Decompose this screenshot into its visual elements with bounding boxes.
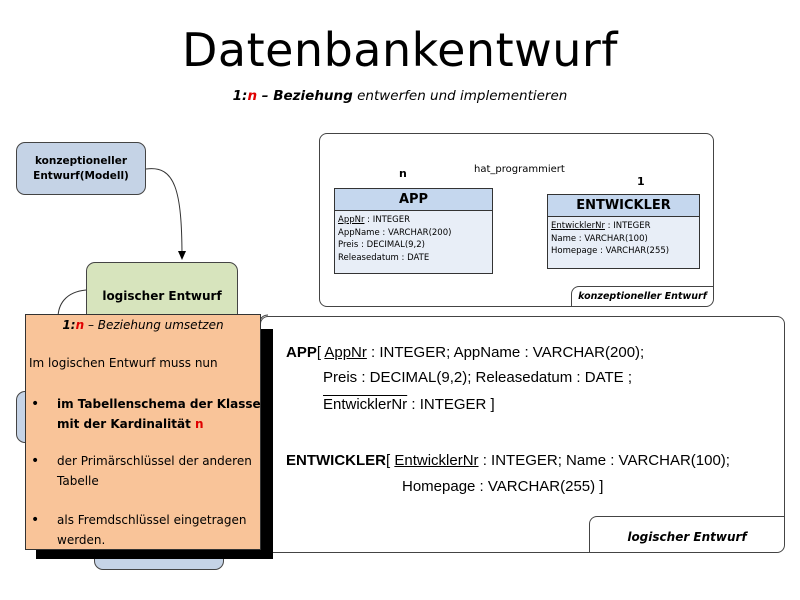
note-intro: Im logischen Entwurf muss nun <box>29 356 218 370</box>
bullet-icon: • <box>31 453 40 469</box>
schema-app-foreign-key: EntwicklerNr <box>323 396 408 413</box>
entity-attribute: Preis : DECIMAL(9,2) <box>338 240 425 250</box>
entity-attribute: Homepage : VARCHAR(255) <box>551 246 670 256</box>
primary-key: AppNr <box>338 215 365 225</box>
subtitle-rest: entwerfen und implementieren <box>352 88 568 104</box>
subtitle-ratio-n: n <box>247 88 258 104</box>
primary-key: EntwicklerNr <box>551 221 605 231</box>
entity-entwickler[interactable]: ENTWICKLER EntwicklerNr : INTEGER Name :… <box>547 194 700 269</box>
schema-app-name: APP <box>286 344 317 361</box>
flow-arrowhead <box>178 251 186 260</box>
entity-attribute: Name : VARCHAR(100) <box>551 233 648 244</box>
conceptual-panel-label: konzeptioneller Entwurf <box>571 286 713 306</box>
flow-box-conceptual-line1: konzeptioneller <box>34 154 128 167</box>
bullet-icon: • <box>31 396 40 412</box>
flow-box-logical-label: logischer Entwurf <box>102 289 222 303</box>
page-title: Datenbankentwurf <box>181 23 618 77</box>
note-title: 1:n – Beziehung umsetzen <box>62 318 224 332</box>
info-note: 1:n – Beziehung umsetzen Im logischen En… <box>25 314 261 550</box>
schema-app-line1: APP[ AppNr : INTEGER; AppName : VARCHAR(… <box>286 344 645 361</box>
schema-app-line3: EntwicklerNr : INTEGER ] <box>323 396 495 413</box>
entity-attribute: AppName : VARCHAR(200) <box>338 227 452 238</box>
flow-arrow-concept-to-logic <box>145 168 183 259</box>
entity-app[interactable]: APP AppNr : INTEGER AppName : VARCHAR(20… <box>334 188 493 274</box>
logical-panel-label: logischer Entwurf <box>589 516 784 552</box>
flow-box-conceptual[interactable]: konzeptioneller Entwurf(Modell) <box>16 142 146 195</box>
schema-dev-primary-key: EntwicklerNr <box>394 452 479 469</box>
entity-entwickler-name: ENTWICKLER <box>548 195 699 217</box>
cardinality-n: n <box>399 167 407 180</box>
subtitle-ratio-prefix: 1: <box>232 88 248 104</box>
schema-app-line2: Preis : DECIMAL(9,2); Releasedatum : DAT… <box>323 369 632 386</box>
logical-design-panel: logischer Entwurf <box>260 316 785 553</box>
schema-dev-line2: Homepage : VARCHAR(255) ] <box>402 478 604 495</box>
entity-attribute: EntwicklerNr : INTEGER <box>551 221 651 231</box>
bullet-icon: • <box>31 512 40 528</box>
schema-dev-line1: ENTWICKLER[ EntwicklerNr : INTEGER; Name… <box>286 452 730 469</box>
entity-attribute: AppNr : INTEGER <box>338 215 411 225</box>
schema-dev-name: ENTWICKLER <box>286 452 386 469</box>
subtitle-bold: – Beziehung <box>257 88 353 104</box>
entity-attribute: Releasedatum : DATE <box>338 252 430 263</box>
entity-app-name: APP <box>335 189 492 211</box>
flow-box-conceptual-line2: Entwurf(Modell) <box>33 169 129 182</box>
page-subtitle: 1:n – Beziehung entwerfen und implementi… <box>0 87 800 105</box>
cardinality-1: 1 <box>637 175 645 188</box>
schema-app-primary-key: AppNr <box>324 344 367 361</box>
relationship-label: hat_programmiert <box>474 164 565 175</box>
